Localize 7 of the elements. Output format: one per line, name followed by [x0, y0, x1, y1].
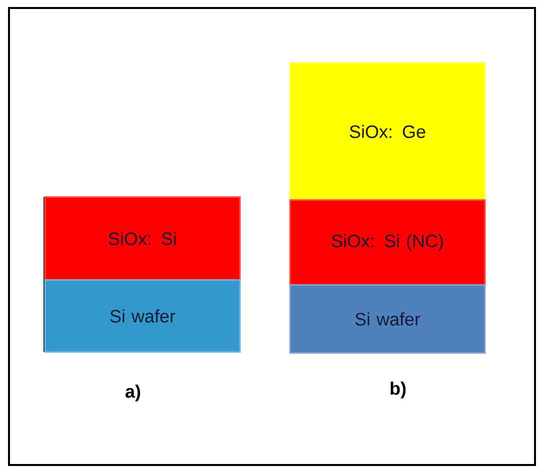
layer-block: SiOx: Si [44, 196, 241, 281]
panel-label: b) [390, 382, 406, 398]
layer-block: Si wafer [289, 284, 486, 354]
panel-label: a) [126, 384, 140, 402]
layer-block: Si wafer [44, 279, 241, 353]
layer-block: SiOx: Ge [289, 62, 486, 201]
layer-block: SiOx: Si (NC) [289, 199, 486, 286]
